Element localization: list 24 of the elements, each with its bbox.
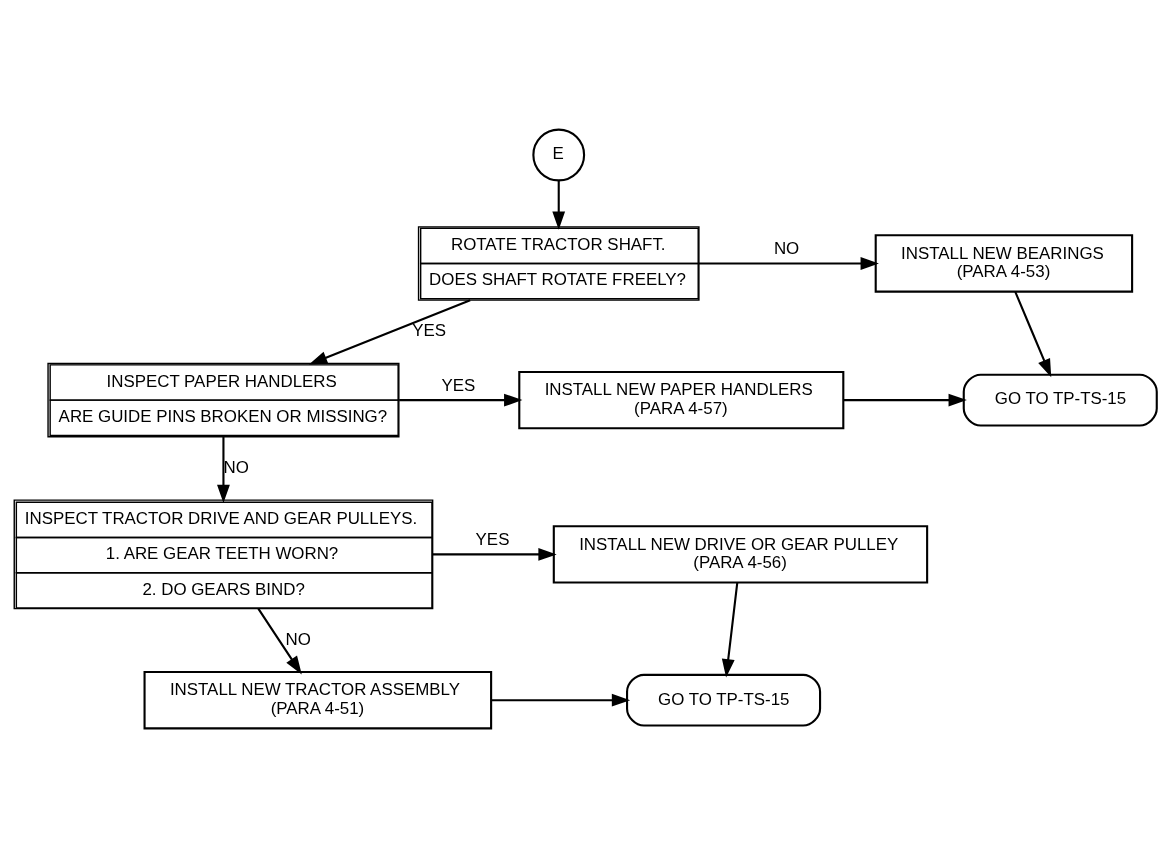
arrow [399,393,523,407]
node-box: INSTALL NEW PAPER HANDLERS (PARA 4-57) [518,370,845,429]
edge-label: YES [475,529,510,549]
arrow [552,179,566,230]
arrow [433,547,557,561]
node-box: INSTALL NEW TRACTOR ASSEMBLY (PARA 4-51) [143,670,493,729]
arrow [699,256,879,270]
node-circle: E [532,128,586,181]
arrow [257,607,302,674]
arrow [217,436,230,503]
arrow [308,298,471,365]
edge-label: NO [285,629,311,649]
edge-label: NO [773,238,800,258]
arrow [721,582,739,678]
node-box: GO TO TP-TS-15 [962,373,1158,427]
edge-label: NO [223,457,249,477]
edge-label: YES [412,320,447,340]
node-box: GO TO TP-TS-15 [626,673,822,727]
node-box: INSTALL NEW BEARINGS (PARA 4-53) [874,233,1134,293]
node-box: INSTALL NEW DRIVE OR GEAR PULLEY (PARA 4-56) [552,524,929,584]
arrow [1014,291,1052,377]
arrow [843,393,967,407]
arrow [491,693,631,707]
edge-label: YES [441,375,476,395]
